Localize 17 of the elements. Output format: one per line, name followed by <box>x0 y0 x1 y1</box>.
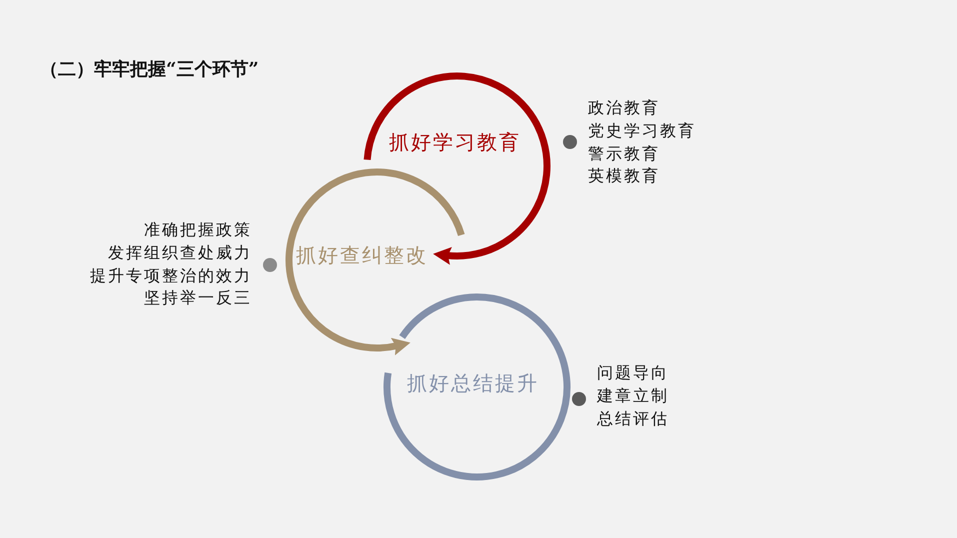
step-label: 抓好查纠整改 <box>296 242 428 268</box>
step-label: 抓好学习教育 <box>389 129 521 155</box>
title: （二）牢牢把握“三个环节” <box>40 59 259 81</box>
list-item: 政治教育 <box>588 98 660 118</box>
list-item: 总结评估 <box>597 408 669 429</box>
list-item: 提升专项整治的效力 <box>90 266 252 286</box>
step-label: 抓好总结提升 <box>407 370 539 396</box>
list-item: 警示教育 <box>588 144 660 164</box>
list-item: 英模教育 <box>588 166 660 186</box>
list-item: 党史学习教育 <box>588 120 696 141</box>
curved-arrow <box>364 72 550 265</box>
list-item: 准确把握政策 <box>144 220 252 240</box>
list-item: 问题导向 <box>597 363 669 383</box>
list-item: 建章立制 <box>597 386 669 406</box>
list-item: 坚持举一反三 <box>144 288 252 308</box>
list-item: 发挥组织查处威力 <box>108 242 252 263</box>
curved-arrow <box>286 168 465 356</box>
